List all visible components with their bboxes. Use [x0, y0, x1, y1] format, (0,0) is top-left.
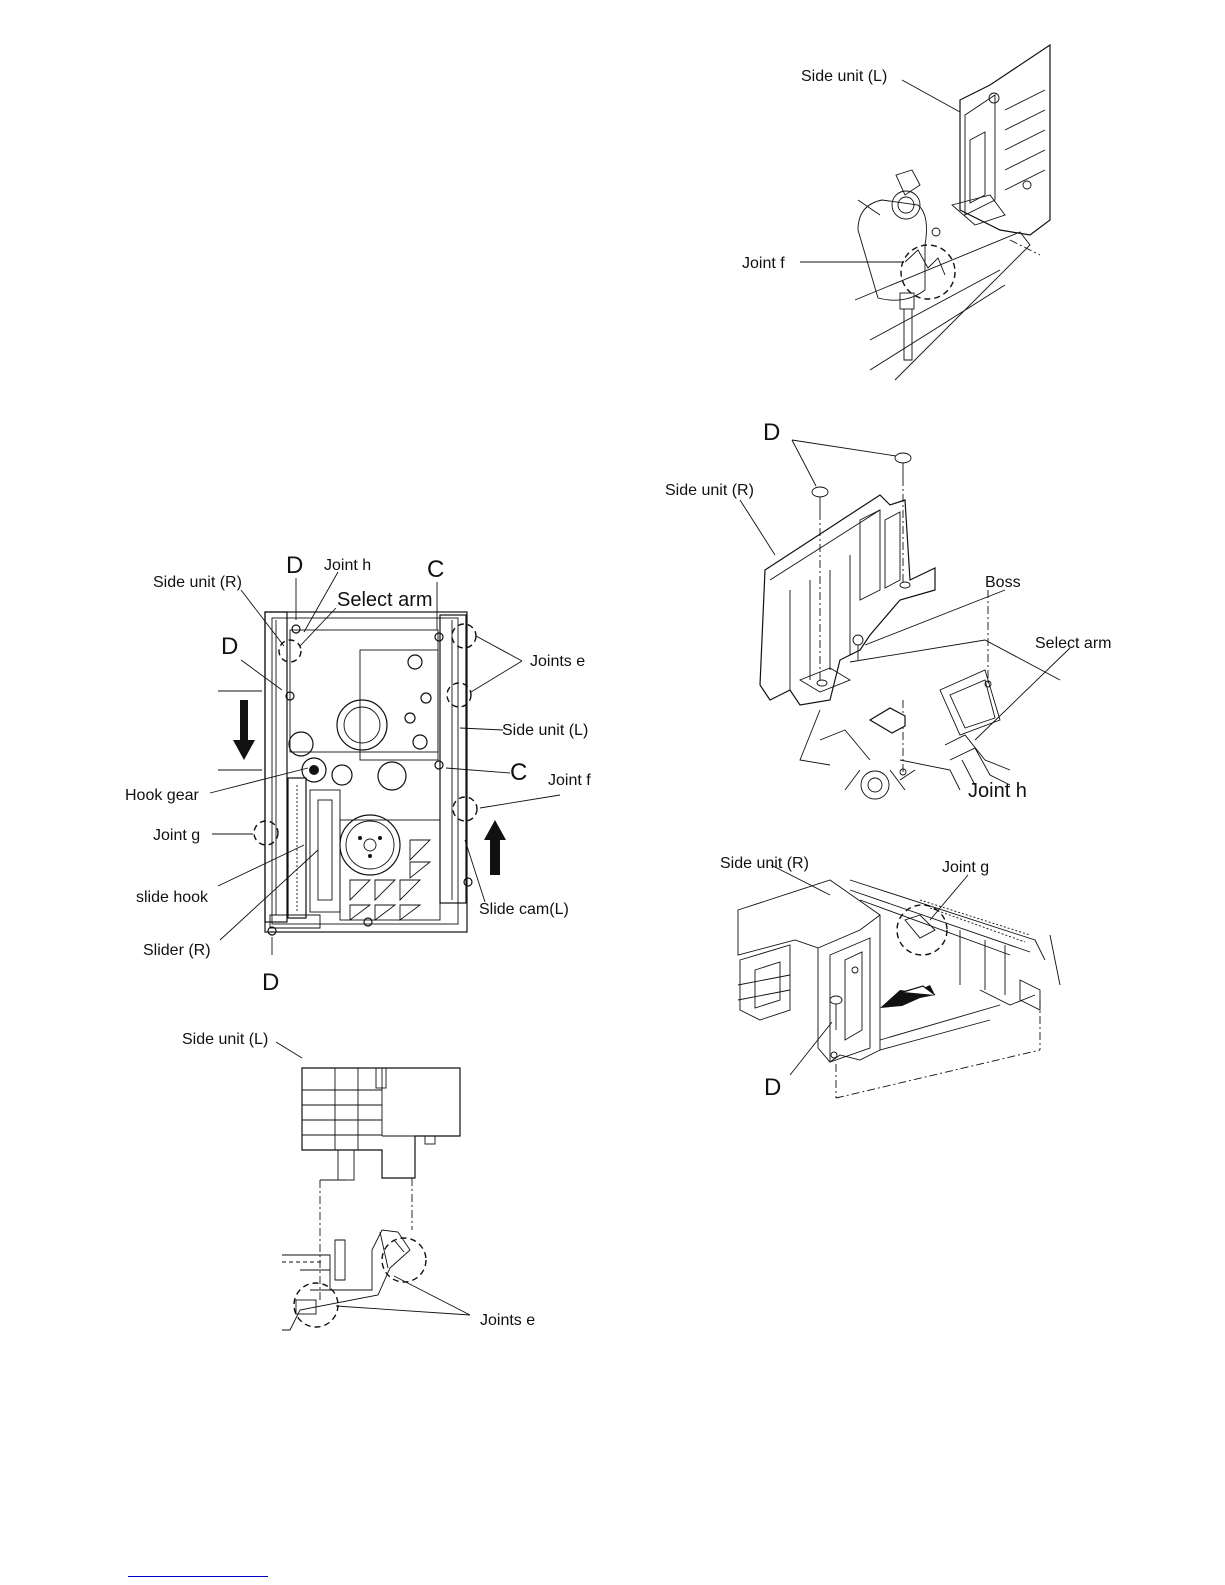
upper-plate: [290, 630, 438, 752]
side-unit-r-boss-figure: D Side unit (R) Boss Select arm Joint h: [665, 419, 1111, 802]
side-unit-l-joints-e-figure: Side unit (L) Joints e: [182, 1031, 535, 1330]
joint-g-circle: [254, 821, 278, 845]
label-joint-g-2: Joint g: [942, 859, 989, 876]
label-joint-g: Joint g: [153, 827, 200, 844]
label-d-single: D: [764, 1074, 781, 1101]
side-unit-r-body: [760, 495, 935, 705]
label-joint-h: Joint h: [324, 557, 371, 574]
label-joint-f: Joint f: [548, 772, 591, 789]
up-arrow-icon: [484, 820, 506, 875]
label-side-unit-r-3: Side unit (R): [720, 855, 809, 872]
label-d-pair: D: [763, 419, 780, 446]
large-gear: [337, 700, 387, 750]
label-joint-h-2: Joint h: [968, 780, 1027, 802]
joint-g-circle-2: [897, 905, 947, 955]
label-slider-r: Slider (R): [143, 942, 211, 959]
label-joint-f-2: Joint f: [742, 255, 785, 272]
side-unit-l-body: [302, 1068, 460, 1178]
label-side-unit-r: Side unit (R): [153, 574, 242, 591]
label-d-bottom: D: [262, 969, 279, 996]
screw-c-top: [435, 633, 443, 641]
joint-f-circle: [453, 797, 477, 821]
label-side-unit-l-2: Side unit (L): [182, 1031, 268, 1048]
footer-hyperlink-underline[interactable]: [128, 1576, 268, 1577]
label-side-unit-l-3: Side unit (L): [801, 68, 887, 85]
label-c-right: C: [510, 759, 527, 786]
label-slide-cam-l: Slide cam(L): [479, 901, 569, 918]
push-arrow-icon: [870, 708, 905, 733]
main-cam-disc: [340, 815, 400, 875]
label-c-top: C: [427, 556, 444, 583]
down-arrow-icon: [233, 700, 255, 760]
slide-hook: [310, 790, 340, 912]
joint-f-circle-2: [901, 245, 955, 299]
side-unit-r-joint-g-figure: Side unit (R) Joint g D: [720, 855, 1060, 1101]
side-unit-l-rail: [440, 615, 466, 903]
label-side-unit-r-2: Side unit (R): [665, 482, 754, 499]
label-joints-e: Joints e: [530, 653, 585, 670]
joint-f-figure: Side unit (L) Joint f: [742, 45, 1050, 380]
label-slide-hook: slide hook: [136, 889, 209, 906]
label-select-arm-2: Select arm: [1035, 635, 1111, 652]
label-d-left: D: [221, 633, 238, 660]
screw-c-right: [435, 761, 443, 769]
main-mechanism-figure: Side unit (R) D Joint h Select arm C D J…: [125, 552, 591, 996]
label-select-arm: Select arm: [337, 589, 433, 611]
joint-e-circle-upper: [382, 1238, 426, 1282]
joints-e-circle-1: [452, 624, 476, 648]
label-boss: Boss: [985, 574, 1021, 591]
side-unit-l-panel: [960, 45, 1050, 235]
label-d-top: D: [286, 552, 303, 579]
label-joints-e-2: Joints e: [480, 1312, 535, 1329]
screw-d-top: [292, 625, 300, 633]
label-side-unit-l: Side unit (L): [502, 722, 588, 739]
label-hook-gear: Hook gear: [125, 787, 199, 804]
